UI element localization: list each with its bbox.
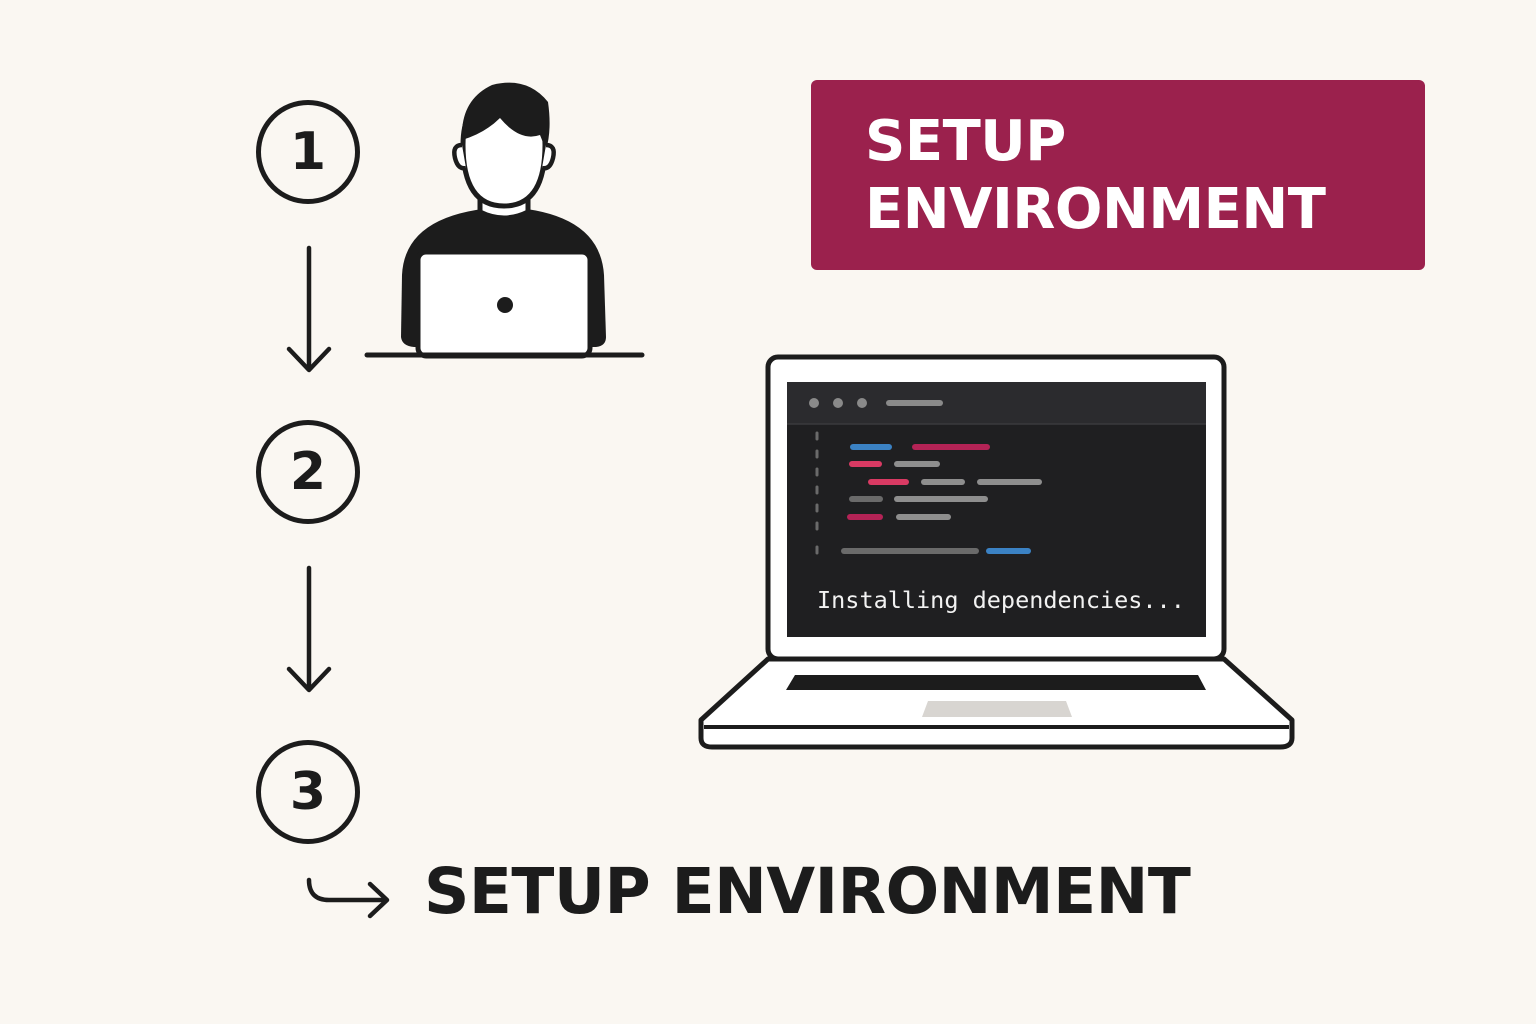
terminal-status-text: Installing dependencies...	[817, 586, 1185, 614]
banner-line-2: ENVIRONMENT	[865, 177, 1326, 242]
person-at-laptop-icon	[364, 82, 645, 359]
down-arrow-icon	[286, 565, 332, 693]
banner-line-1: SETUP	[865, 109, 1066, 174]
title-banner: SETUP ENVIRONMENT	[811, 80, 1425, 270]
step-3-badge: 3	[256, 740, 360, 844]
step-1-badge: 1	[256, 100, 360, 204]
down-arrow-icon	[286, 245, 332, 373]
laptop-icon	[698, 354, 1295, 750]
step-2-badge: 2	[256, 420, 360, 524]
final-step-label: SETUP ENVIRONMENT	[424, 855, 1191, 928]
hook-right-arrow-icon	[306, 877, 390, 919]
